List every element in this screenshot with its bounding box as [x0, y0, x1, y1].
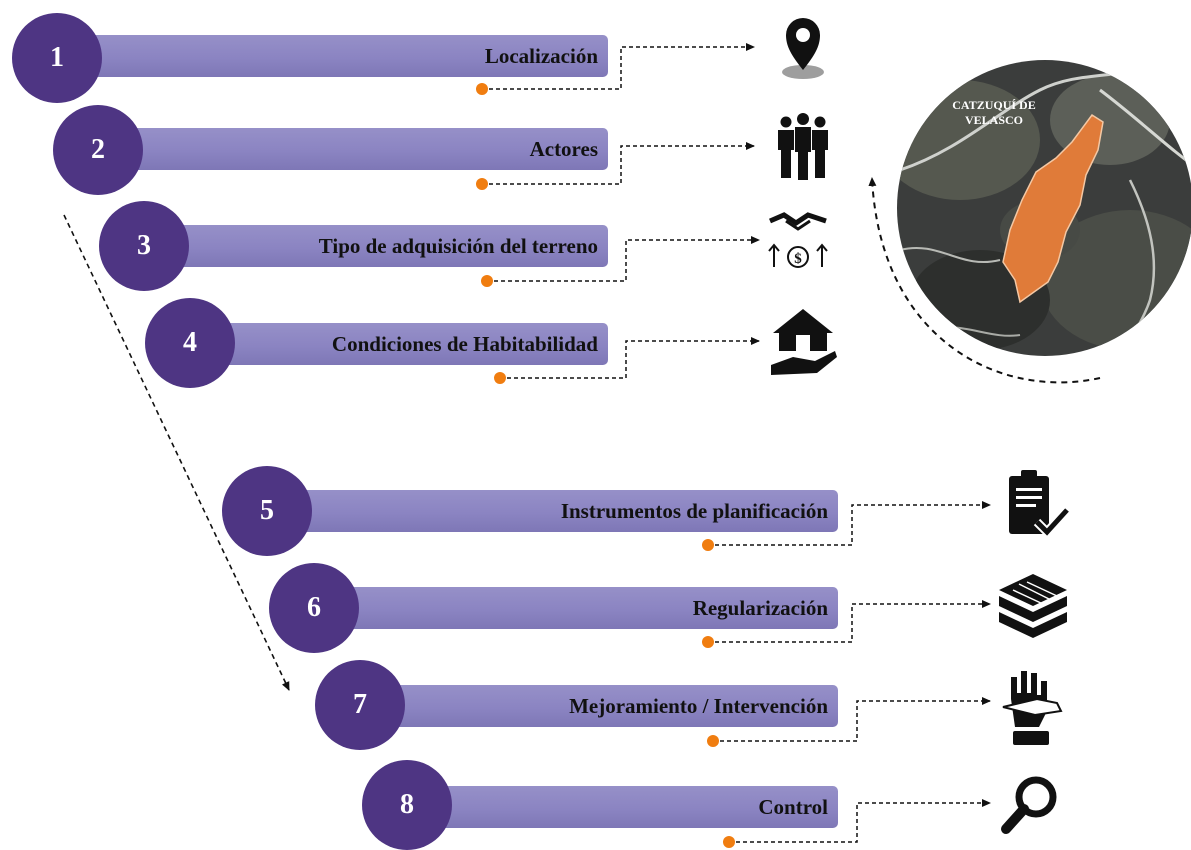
magnifier-icon — [1001, 776, 1057, 834]
step-number-1: 1 — [12, 13, 102, 103]
step-number-7: 7 — [315, 660, 405, 750]
step-label-5: Instrumentos de planificación — [560, 499, 828, 523]
dot-4 — [494, 372, 506, 384]
step-label-2: Actores — [529, 137, 598, 161]
sequence-arrow — [63, 214, 290, 691]
dot-2 — [476, 178, 488, 190]
map-title-line-2: VELASCO — [964, 113, 1023, 127]
step-number-4: 4 — [145, 298, 235, 388]
step-bar-3: Tipo de adquisición del terreno — [144, 225, 608, 267]
handshake-money-icon: $ — [768, 212, 828, 268]
connector-8 — [729, 799, 991, 843]
step-connectors — [482, 43, 991, 843]
brick-stack-icon — [999, 574, 1067, 638]
step-number-3: 3 — [99, 201, 189, 291]
connector-1 — [482, 43, 755, 90]
svg-text:$: $ — [794, 251, 802, 267]
step-label-3: Tipo de adquisición del terreno — [318, 234, 598, 258]
connector-7 — [713, 697, 991, 742]
map-arrow — [868, 177, 1101, 384]
step-bar-6: Regularización — [314, 587, 838, 629]
connector-5 — [708, 501, 991, 546]
connector-dots — [476, 83, 735, 848]
step-number-8: 8 — [362, 760, 452, 850]
dot-3 — [481, 275, 493, 287]
step-number-5: 5 — [222, 466, 312, 556]
dot-6 — [702, 636, 714, 648]
step-label-1: Localización — [484, 44, 598, 68]
people-group-icon — [778, 113, 828, 180]
step-bar-4: Condiciones de Habitabilidad — [190, 323, 608, 365]
step-bar-1: Localización — [57, 35, 608, 77]
connector-4 — [500, 337, 760, 379]
step-number-6: 6 — [269, 563, 359, 653]
step-label-8: Control — [758, 795, 828, 819]
step-bar-8: Control — [407, 786, 838, 828]
map-thumbnail — [897, 60, 1191, 356]
helping-hands-icon — [1002, 671, 1063, 745]
dot-7 — [707, 735, 719, 747]
connector-3 — [487, 236, 760, 282]
map-pin-icon — [782, 18, 824, 79]
step-label-7: Mejoramiento / Intervención — [569, 694, 828, 718]
step-bar-7: Mejoramiento / Intervención — [360, 685, 838, 727]
highlighted-parcel — [1002, 113, 1104, 304]
dot-1 — [476, 83, 488, 95]
house-hand-icon — [771, 309, 837, 375]
dot-5 — [702, 539, 714, 551]
step-label-6: Regularización — [692, 596, 828, 620]
map-title: CATZUQUÍ DE VELASCO — [924, 98, 1064, 128]
clipboard-check-icon — [1009, 470, 1071, 539]
connector-2 — [482, 142, 755, 185]
step-bar-5: Instrumentos de planificación — [267, 490, 838, 532]
connector-6 — [708, 600, 991, 643]
step-label-4: Condiciones de Habitabilidad — [331, 332, 598, 356]
map-title-line-1: CATZUQUÍ DE — [952, 98, 1036, 112]
step-number-2: 2 — [53, 105, 143, 195]
dot-8 — [723, 836, 735, 848]
step-bar-2: Actores — [98, 128, 608, 170]
